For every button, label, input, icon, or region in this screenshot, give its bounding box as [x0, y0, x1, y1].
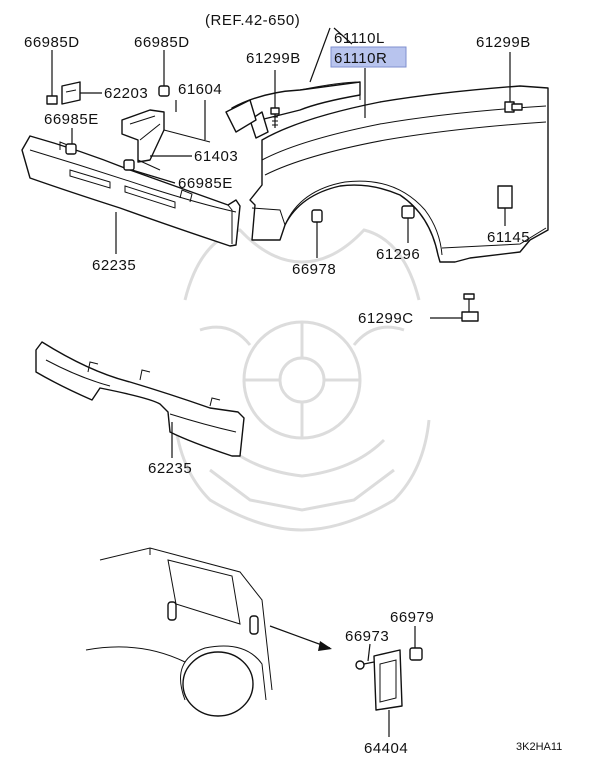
part-label-66973: 66973: [345, 628, 389, 645]
part-label-66985e-center: 66985E: [178, 175, 233, 192]
vehicle-rear-outline: [85, 547, 273, 717]
bolt-61299b-left: [270, 107, 280, 128]
highlight-61110r: [330, 46, 407, 68]
leader-lines: [51, 27, 511, 737]
part-label-61296: 61296: [376, 246, 420, 263]
arrow-to-detail: [269, 625, 332, 651]
nut-66978: [311, 209, 323, 223]
clip-61145: [497, 185, 513, 209]
part-label-66979: 66979: [390, 609, 434, 626]
bracket-62203: [61, 81, 81, 105]
part-label-61299c: 61299C: [358, 310, 414, 327]
part-label-61604: 61604: [178, 81, 222, 98]
fender-bracket: [225, 99, 269, 139]
part-label-66985d-left: 66985D: [24, 34, 80, 51]
bolt-61299c: [461, 293, 479, 322]
bumper-upper: [21, 135, 241, 247]
bracket-61604: [121, 109, 165, 163]
part-label-66985e-left: 66985E: [44, 111, 99, 128]
screw-66973: [355, 660, 375, 670]
part-label-61403: 61403: [194, 148, 238, 165]
bolt-61299b-right: [504, 101, 523, 113]
bolt-66985e-left: [65, 143, 77, 155]
part-label-61299b-left: 61299B: [246, 50, 301, 67]
nut-61296: [401, 205, 415, 219]
part-label-62235-lower: 62235: [148, 460, 192, 477]
part-label-62235-upper: 62235: [92, 257, 136, 274]
bracket-rod: [137, 129, 211, 171]
part-label-66985d-center: 66985D: [134, 34, 190, 51]
part-label-61110l: 61110L: [334, 30, 385, 47]
bolt-66985d-center: [158, 85, 170, 97]
bumper-lower: [35, 341, 245, 457]
part-label-64404: 64404: [364, 740, 408, 757]
part-label-61110r: 61110R: [334, 50, 387, 67]
nut-66979: [409, 647, 423, 661]
bolt-66985e-center: [123, 159, 135, 171]
part-label-62203: 62203: [104, 85, 148, 102]
diagram-code-label: 3K2HA11: [516, 741, 562, 753]
bolt-66985d-left: [46, 84, 58, 105]
front-fender: [231, 81, 549, 263]
ref-note-label: (REF.42-650): [205, 12, 300, 29]
part-label-61299b-right: 61299B: [476, 34, 531, 51]
part-label-66978: 66978: [292, 261, 336, 278]
part-label-61145: 61145: [487, 229, 530, 246]
plate-64404: [373, 649, 403, 711]
